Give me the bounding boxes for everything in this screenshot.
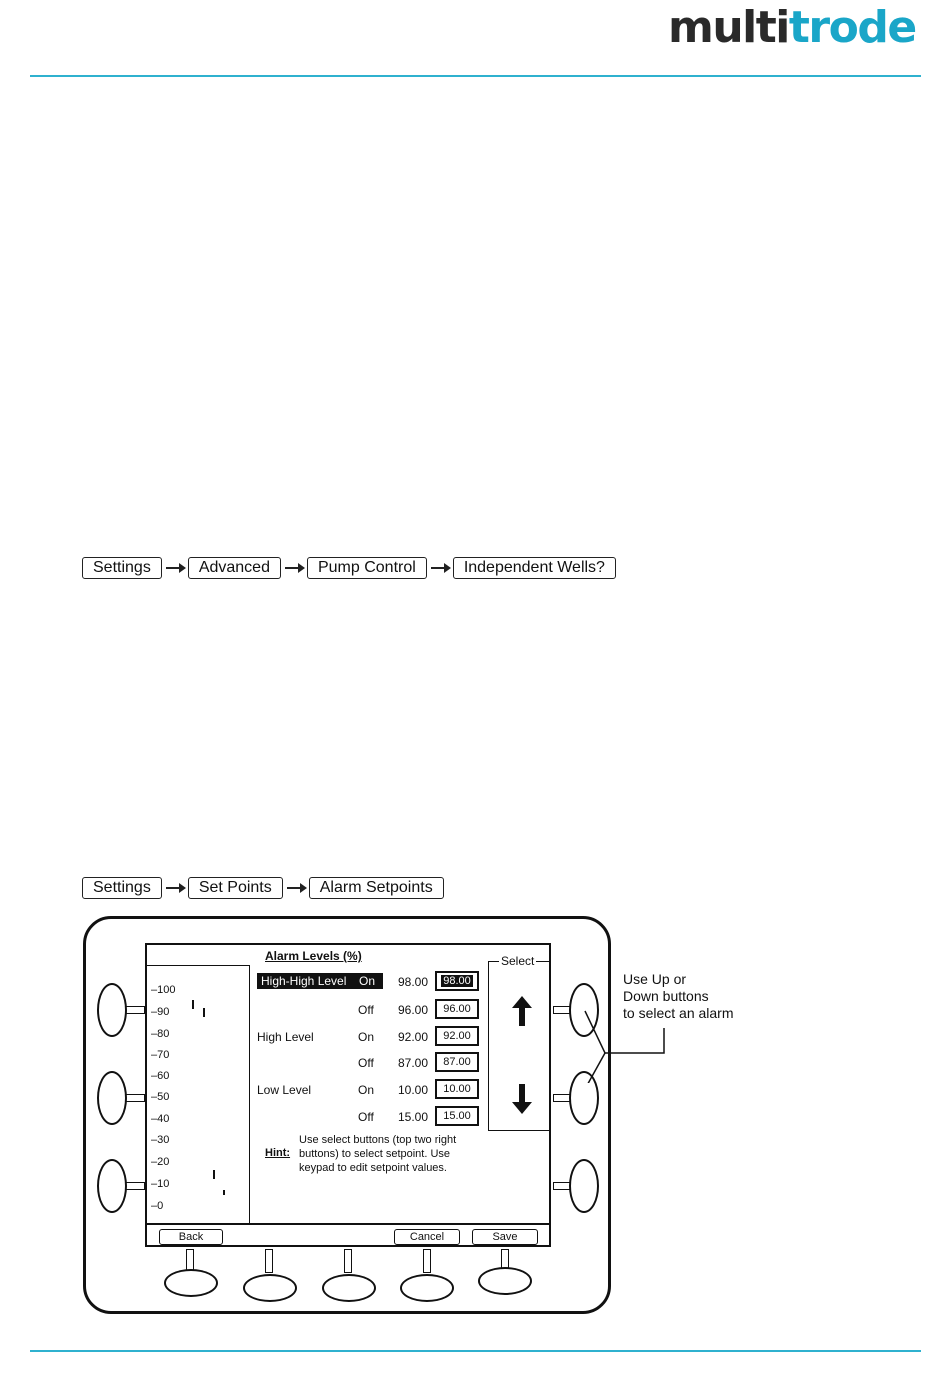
setpoint-marker (213, 1170, 215, 1179)
scale-label: –90 (151, 1006, 170, 1018)
scale-label: –50 (151, 1091, 170, 1103)
scale-label: –30 (151, 1134, 170, 1146)
hint-key: Hint: (265, 1147, 291, 1159)
row-state: Off (358, 1003, 374, 1017)
button-stem (344, 1249, 352, 1273)
callout-note: Use Up or Down buttons to select an alar… (623, 971, 734, 1022)
right-button-down[interactable] (569, 1071, 599, 1125)
up-arrow-icon (512, 996, 532, 1026)
setpoint-field[interactable]: 87.00 (435, 1052, 479, 1072)
arrow-right-icon (427, 561, 453, 575)
scale-label: –0 (151, 1200, 164, 1212)
multitrode-logo: multitrode (668, 6, 917, 50)
setpoint-field[interactable]: 92.00 (435, 1026, 479, 1046)
scale-label: –10 (151, 1178, 170, 1190)
footer-rule (30, 1350, 921, 1352)
device-screen: Alarm Levels (%) –100 –90 –80 –70 –60 –5… (145, 943, 551, 1247)
crumb-set-points: Set Points (187, 877, 283, 899)
bottom-button-4[interactable] (400, 1274, 454, 1302)
row-value: 92.00 (398, 1030, 429, 1044)
button-stem (265, 1249, 273, 1273)
row-value: 10.00 (398, 1083, 429, 1097)
callout-lines (584, 1010, 665, 1083)
setpoint-field[interactable]: 15.00 (435, 1106, 479, 1126)
logo-part-1: multi (668, 2, 790, 53)
callout-line: Use Up or (623, 971, 687, 987)
crumb-settings: Settings (82, 877, 162, 899)
callout-line: Down buttons (623, 988, 709, 1004)
row-state: On (358, 1083, 375, 1097)
crumb-independent-wells: Independent Wells? (452, 557, 616, 579)
logo-part-2: trode (788, 2, 917, 53)
bottom-button-1[interactable] (164, 1269, 218, 1297)
setpoint-field[interactable]: 10.00 (435, 1079, 479, 1099)
right-button-3[interactable] (569, 1159, 599, 1213)
bottom-button-5[interactable] (478, 1267, 532, 1295)
scale-label: –60 (151, 1070, 170, 1082)
left-button-1[interactable] (97, 983, 127, 1037)
row-state: On (359, 974, 376, 988)
button-stem (423, 1249, 431, 1273)
row-name: High-High Level (261, 974, 347, 988)
callout-line: to select an alarm (623, 1005, 734, 1021)
setpoint-marker (203, 1008, 205, 1017)
crumb-settings: Settings (82, 557, 162, 579)
save-button[interactable]: Save (472, 1229, 538, 1245)
bottom-button-3[interactable] (322, 1274, 376, 1302)
setpoint-field[interactable]: 98.00 (435, 971, 479, 991)
hint-line: keypad to edit setpoint values. (299, 1162, 447, 1174)
left-button-3[interactable] (97, 1159, 127, 1213)
row-name: High Level (257, 1030, 314, 1044)
header-rule (30, 75, 921, 77)
arrow-right-icon (283, 881, 309, 895)
row-value: 98.00 (398, 975, 429, 989)
scale-label: –40 (151, 1113, 170, 1125)
row-value: 96.00 (398, 1003, 429, 1017)
select-group: Select (488, 954, 550, 1131)
hint-line: Use select buttons (top two right (299, 1134, 457, 1146)
scale-label: –70 (151, 1049, 170, 1061)
level-scale: –100 –90 –80 –70 –60 –50 –40 –30 –20 –10… (147, 965, 250, 1224)
arrow-right-icon (162, 561, 188, 575)
screen-title: Alarm Levels (%) (265, 949, 362, 963)
crumb-alarm-setpoints: Alarm Setpoints (308, 877, 444, 899)
scale-label: –20 (151, 1156, 170, 1168)
setpoint-marker (192, 1000, 194, 1009)
bottom-button-2[interactable] (243, 1274, 297, 1302)
arrow-right-icon (162, 881, 188, 895)
select-label: Select (499, 954, 537, 968)
setpoint-marker (223, 1190, 225, 1195)
row-state: Off (358, 1056, 374, 1070)
cancel-button[interactable]: Cancel (394, 1229, 460, 1245)
row-state: On (358, 1030, 375, 1044)
down-arrow-icon (512, 1084, 532, 1114)
left-button-2[interactable] (97, 1071, 127, 1125)
row-high-high-level[interactable]: High-High Level On (257, 973, 383, 989)
crumb-advanced: Advanced (187, 557, 281, 579)
crumb-pump-control: Pump Control (306, 557, 427, 579)
breadcrumb-independent-wells: Settings Advanced Pump Control Independe… (82, 557, 616, 579)
row-value: 15.00 (398, 1110, 429, 1124)
row-name: Low Level (257, 1083, 312, 1097)
back-button[interactable]: Back (159, 1229, 223, 1245)
scale-label: –100 (151, 984, 176, 996)
scale-label: –80 (151, 1028, 170, 1040)
row-state: Off (358, 1110, 374, 1124)
right-button-up[interactable] (569, 983, 599, 1037)
setpoint-field[interactable]: 96.00 (435, 999, 479, 1019)
row-value: 87.00 (398, 1056, 429, 1070)
soft-button-bar (147, 1223, 549, 1225)
arrow-right-icon (281, 561, 307, 575)
hint-line: buttons) to select setpoint. Use (299, 1148, 451, 1160)
breadcrumb-alarm-setpoints: Settings Set Points Alarm Setpoints (82, 877, 444, 899)
